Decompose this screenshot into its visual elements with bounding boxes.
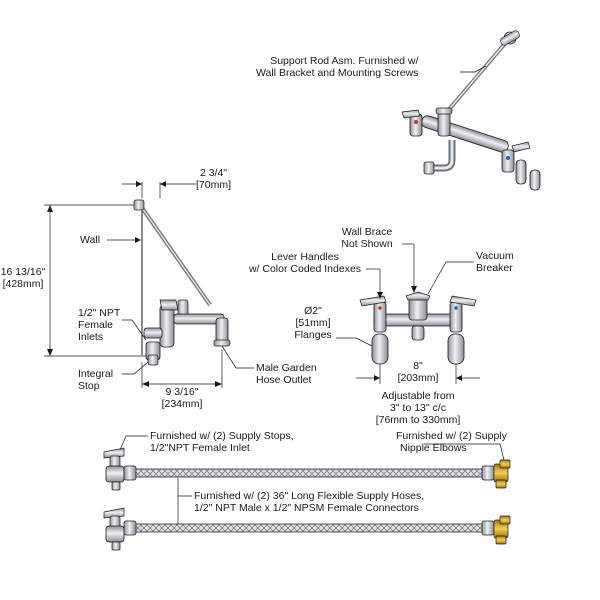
npt-inlets-label: 1/2" NPT Female Inlets <box>78 307 121 343</box>
wall-brace-label: Wall Brace Not Shown <box>341 226 393 250</box>
wall-label: Wall <box>80 234 101 246</box>
vacuum-breaker-label: Vacuum Breaker <box>476 250 514 274</box>
supply-hose-2 <box>123 520 495 536</box>
support-rod-label: Support Rod Asm. Furnished w/ Wall Brack… <box>256 55 419 79</box>
integral-stop-label: Integral Stop <box>78 368 114 392</box>
lever-handles-label: Lever Handles w/ Color Coded Indexes <box>248 251 362 275</box>
faucet-front-view <box>336 243 480 384</box>
supply-hose-1 <box>123 465 495 481</box>
flanges-label: Ø2" [51mm] Flanges <box>294 305 332 341</box>
depth-dimension-label: 9 3/16" [234mm] <box>161 386 203 410</box>
hose-outlet-label: Male Garden Hose Outlet <box>256 362 317 386</box>
faucet-side-view <box>44 181 254 388</box>
accessory-nipple-elbow-2 <box>493 515 511 545</box>
faucet-perspective-view <box>401 30 541 191</box>
accessory-leaders <box>119 435 505 524</box>
accessory-supply-stop-1 <box>103 447 125 491</box>
supply-stops-label: Furnished w/ (2) Supply Stops, 1/2"NPT F… <box>150 430 294 454</box>
supply-hoses-label: Furnished w/ (2) 36" Long Flexible Suppl… <box>194 490 425 514</box>
adjustable-label: Adjustable from 3" to 13" c/c [76mm to 3… <box>375 390 461 426</box>
center-dimension-label: 8" [203mm] <box>397 360 439 384</box>
nipple-elbows-label: Furnished w/ (2) Supply Nipple Elbows <box>396 430 507 454</box>
accessory-supply-stop-2 <box>103 507 125 551</box>
accessory-nipple-elbow-1 <box>493 459 511 489</box>
offset-dimension-label: 2 3/4" [70mm] <box>196 167 232 191</box>
height-dimension-label: 16 13/16" [428mm] <box>0 266 46 290</box>
